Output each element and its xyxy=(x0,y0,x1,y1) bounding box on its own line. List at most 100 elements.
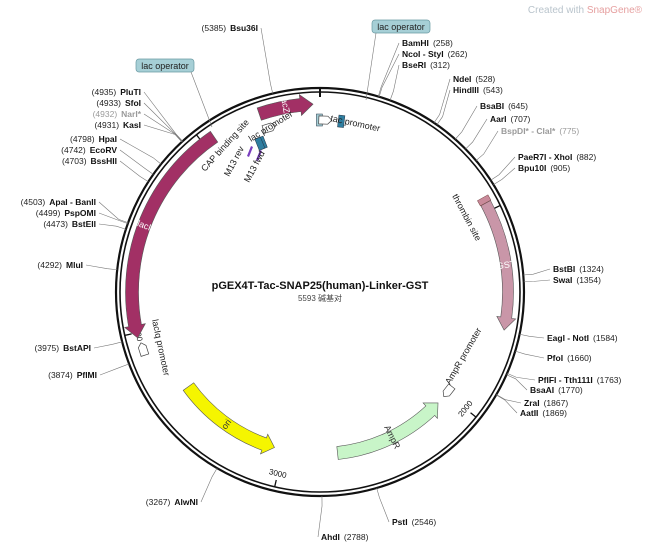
restriction-site-label[interactable]: PflFI - Tth111I (1763) xyxy=(538,375,622,385)
restriction-site-label[interactable]: (4931)KasI xyxy=(94,120,141,130)
site-name: BssHII xyxy=(91,156,117,166)
site-leader-line xyxy=(143,113,183,142)
site-coordinate: (258) xyxy=(433,38,453,48)
site-name: PflFI - Tth111I xyxy=(538,375,593,385)
site-coordinate: (905) xyxy=(550,163,570,173)
site-leader-lines xyxy=(85,27,551,538)
site-leader-line xyxy=(506,374,528,391)
lac-operator-box[interactable] xyxy=(371,19,431,34)
restriction-site-label[interactable]: AarI(707) xyxy=(490,114,531,124)
restriction-site-label[interactable]: BsaAI (1770) xyxy=(530,385,583,395)
site-coordinate: (4798) xyxy=(70,134,95,144)
site-leader-line xyxy=(378,53,400,97)
site-name: KasI xyxy=(123,120,141,130)
lac-operator-label: lac operator xyxy=(141,61,189,71)
lacZa-feature-label: lacZα xyxy=(279,95,293,119)
site-coordinate: (1770) xyxy=(558,385,583,395)
feature-text-label: M13 fwd xyxy=(242,149,267,184)
site-name: PaeR7I - XhoI xyxy=(518,152,572,162)
site-coordinate: (4742) xyxy=(61,145,86,155)
restriction-site-label[interactable]: HindIII(543) xyxy=(453,85,503,95)
site-coordinate: (528) xyxy=(475,74,495,84)
restriction-site-label[interactable]: (4473) BstEII xyxy=(43,219,96,229)
tick-mark xyxy=(124,333,132,337)
site-leader-line xyxy=(475,130,499,161)
site-leader-line xyxy=(523,268,551,276)
restriction-site-label[interactable]: (4935)PluTI xyxy=(92,87,141,97)
site-name: BspDI* - ClaI* xyxy=(501,126,556,136)
site-leader-line xyxy=(454,105,478,140)
site-leader-line xyxy=(519,333,545,339)
lacI-feature-arrow[interactable] xyxy=(123,130,219,339)
site-leader-line xyxy=(143,102,183,142)
site-leader-line xyxy=(465,118,488,150)
site-name: AhdI xyxy=(321,532,340,542)
restriction-site-label[interactable]: (3874)PflMI xyxy=(48,370,97,380)
restriction-site-label[interactable]: SwaI(1354) xyxy=(553,275,601,285)
site-name: Bpu10I xyxy=(518,163,546,173)
site-coordinate: (4473) xyxy=(43,219,68,229)
feature-text-label: thrombin site xyxy=(450,192,483,242)
lac-promoter-mark xyxy=(261,122,277,134)
restriction-site-label[interactable]: ZraI(1867) xyxy=(524,398,568,408)
site-name: BseRI xyxy=(402,60,426,70)
tac-promoter-mark xyxy=(318,115,333,125)
plasmid-backbone xyxy=(114,86,526,498)
feature-text-label: AmpR promoter xyxy=(443,326,483,386)
restriction-site-label[interactable]: Bpu10I (905) xyxy=(518,163,570,173)
restriction-site-label[interactable]: (4742)EcoRV xyxy=(61,145,117,155)
restriction-site-label[interactable]: BstBI(1324) xyxy=(553,264,604,274)
restriction-site-label[interactable]: (4798)HpaI xyxy=(70,134,117,144)
restriction-site-label[interactable]: (4292)MluI xyxy=(37,260,83,270)
restriction-site-label[interactable]: BsaBI(645) xyxy=(480,101,528,111)
restriction-site-label[interactable]: BspDI* - ClaI*(775) xyxy=(501,126,579,136)
restriction-site-label[interactable]: (4503)ApaI - BanII xyxy=(21,197,96,207)
restriction-site-label[interactable]: EagI - NotI(1584) xyxy=(547,333,618,343)
site-name: AlwNI xyxy=(174,497,198,507)
restriction-site-label[interactable]: PstI(2546) xyxy=(392,517,436,527)
ori-feature-arrow[interactable] xyxy=(182,382,275,455)
restriction-site-label[interactable]: (4933)SfoI xyxy=(96,98,141,108)
site-name: ApaI - BanII xyxy=(49,197,96,207)
lac-operator-box[interactable] xyxy=(135,58,195,73)
site-leader-line xyxy=(433,78,451,124)
site-coordinate: (3975) xyxy=(35,343,60,353)
restriction-site-label[interactable]: BseRI(312) xyxy=(402,60,450,70)
restriction-site-label[interactable]: (4499)PspOMI xyxy=(36,208,96,218)
restriction-site-label[interactable]: PaeR7I - XhoI(882) xyxy=(518,152,596,162)
AmpR-feature-arrow[interactable] xyxy=(336,402,439,460)
site-coordinate: (1324) xyxy=(579,264,604,274)
restriction-site-label[interactable]: AhdI(2788) xyxy=(321,532,369,542)
watermark-prefix: Created with xyxy=(527,5,587,16)
site-leader-line xyxy=(495,394,518,414)
restriction-site-label[interactable]: PfoI(1660) xyxy=(547,353,592,363)
site-leader-line xyxy=(260,27,274,94)
site-name: BsaBI xyxy=(480,101,504,111)
site-leader-line xyxy=(143,91,183,142)
site-leader-line xyxy=(98,223,126,230)
lacZa-feature-arrow[interactable] xyxy=(256,93,314,121)
site-name: BstAPI xyxy=(63,343,91,353)
restriction-site-label[interactable]: (4932)NarI* xyxy=(93,109,142,119)
restriction-site-label[interactable]: NcoI - StyI(262) xyxy=(402,49,468,59)
restriction-site-label[interactable]: NdeI(528) xyxy=(453,74,495,84)
site-coordinate: (4703) xyxy=(62,156,87,166)
restriction-site-label[interactable]: AatII(1869) xyxy=(520,408,567,418)
site-coordinate: (1763) xyxy=(597,375,622,385)
restriction-site-label[interactable]: (5385)Bsu36I xyxy=(202,23,258,33)
feature-text-label: tac promoter xyxy=(330,113,382,133)
site-leader-line xyxy=(99,363,130,376)
site-leader-line xyxy=(490,156,516,181)
restriction-site-label[interactable]: BamHI(258) xyxy=(402,38,453,48)
site-coordinate: (4932) xyxy=(93,109,118,119)
restriction-site-label[interactable]: (3267)AlwNI xyxy=(146,497,198,507)
site-coordinate: (3874) xyxy=(48,370,73,380)
GST-feature-arrow[interactable] xyxy=(480,200,517,331)
restriction-site-label[interactable]: (3975)BstAPI xyxy=(35,343,91,353)
site-coordinate: (4499) xyxy=(36,208,61,218)
site-name: BsaAI xyxy=(530,385,554,395)
site-name: BstEII xyxy=(72,219,96,229)
restriction-site-label[interactable]: (4703) BssHII xyxy=(62,156,117,166)
